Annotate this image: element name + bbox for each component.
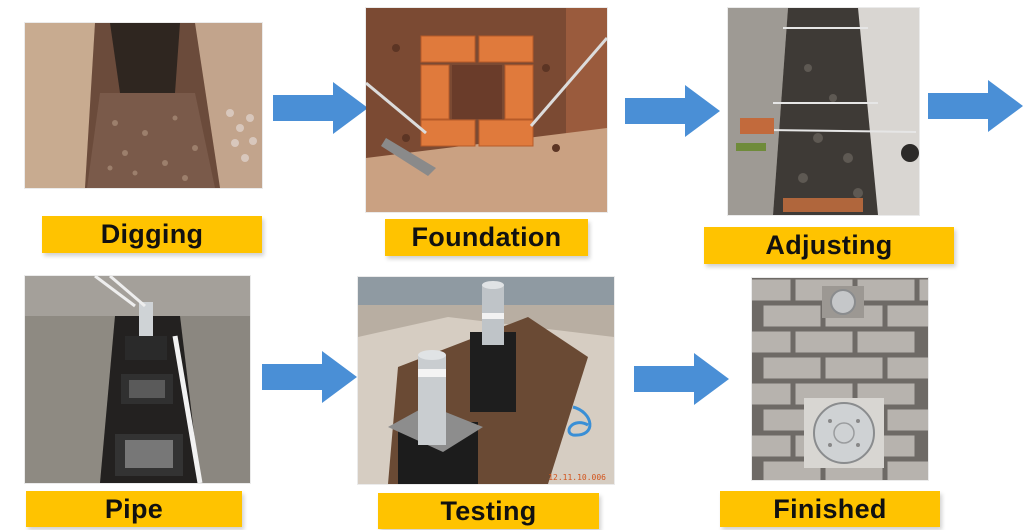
arrow-right-icon <box>928 80 1023 132</box>
step-label-finished: Finished <box>720 491 940 527</box>
step-label-foundation: Foundation <box>385 219 588 256</box>
step-label-adjusting: Adjusting <box>704 227 954 264</box>
step-label-testing: Testing <box>378 493 599 529</box>
photo-timestamp: 12.11.10.006 <box>548 473 606 482</box>
finished-installation-photo <box>752 278 928 480</box>
trench-adjusting-photo <box>728 8 919 215</box>
step-label-digging: Digging <box>42 216 262 253</box>
arrow-right-icon <box>625 85 720 137</box>
brick-foundation-photo <box>366 8 607 212</box>
bollard-testing-photo: 12.11.10.006 <box>358 277 614 484</box>
trench-digging-photo <box>25 23 262 188</box>
arrow-right-icon <box>262 351 357 403</box>
arrow-right-icon <box>634 353 729 405</box>
pipe-laying-photo <box>25 276 250 483</box>
arrow-right-icon <box>273 82 368 134</box>
step-label-pipe: Pipe <box>26 491 242 527</box>
